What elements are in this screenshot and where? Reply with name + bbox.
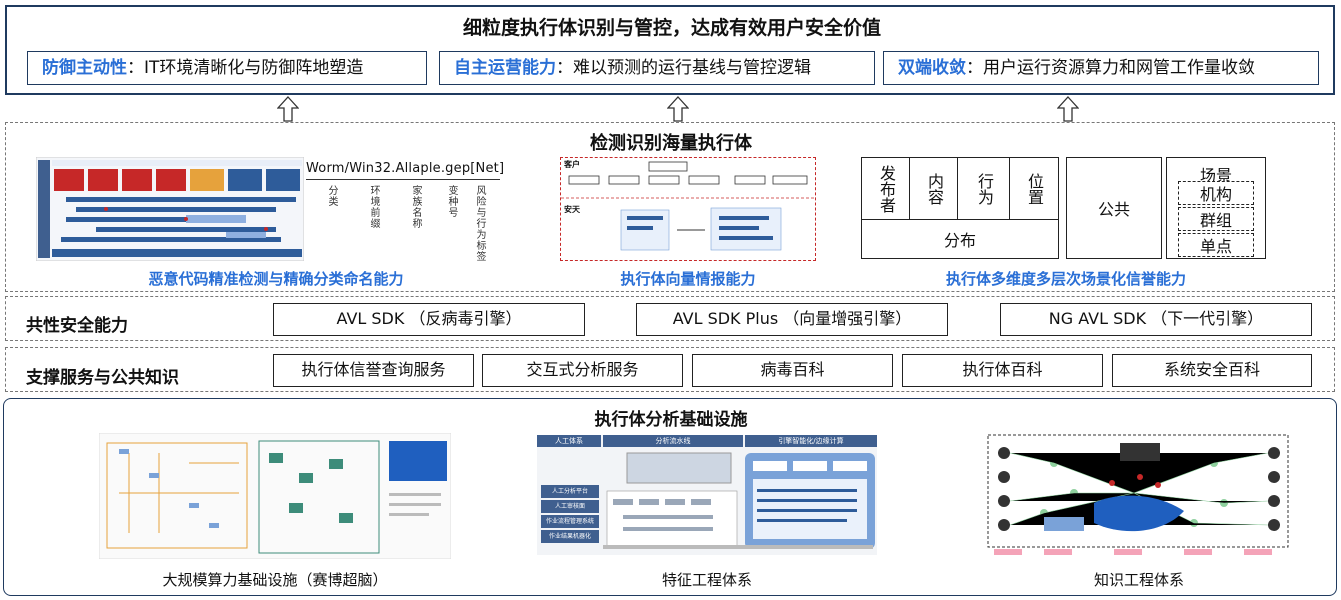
intel-user-label: 客户: [564, 160, 580, 169]
feature-row: 人工审核面: [541, 500, 599, 513]
ng-avl-sdk-box: NG AVL SDK （下一代引擎）: [1000, 303, 1312, 336]
common-capability-row: 共性安全能力 AVL SDK （反病毒引擎） AVL SDK Plus （向量增…: [5, 296, 1335, 341]
malware-flow-diagram: [36, 157, 304, 261]
common-label: 共性安全能力: [26, 316, 128, 336]
support-services-row: 支撑服务与公共知识 执行体信誉查询服务 交互式分析服务 病毒百科 执行体百科 系…: [5, 347, 1335, 392]
reputation-query-box: 执行体信誉查询服务: [273, 354, 474, 387]
up-arrow-icon: [277, 96, 299, 122]
scene-cell-group: 群组: [1178, 207, 1254, 231]
detection-panel: 检测识别海量执行体 Worm/Win32.Allaple.gep[Net] 分类…: [5, 122, 1335, 292]
scene-caption: 执行体多维度多层次场景化信誉能力: [945, 270, 1186, 288]
value-proactive-defense: 防御主动性：IT环境清晰化与防御阵地塑造: [27, 51, 427, 85]
divider: [306, 179, 500, 180]
up-arrow-icon: [1057, 96, 1079, 122]
value-text: ：难以预测的运行基线与管控逻辑: [556, 58, 811, 78]
value-highlight: 防御主动性: [42, 58, 127, 78]
scene-cell-distribution: 分布: [861, 219, 1059, 259]
feature-header: 人工体系: [537, 435, 601, 447]
feature-row: 人工分析平台: [541, 485, 599, 498]
value-highlight: 自主运营能力: [454, 58, 556, 78]
infrastructure-panel: 执行体分析基础设施 大规模算力基础设施（赛博超脑） 人工体系 分析流水线 引擎智…: [3, 398, 1337, 596]
scene-cell-location: 位置: [1009, 157, 1059, 221]
knowledge-graph-diagram: [987, 434, 1289, 555]
avl-sdk-plus-box: AVL SDK Plus （向量增强引擎）: [636, 303, 948, 336]
value-highlight: 双端收敛: [898, 58, 966, 78]
feature-pipeline-icon: [603, 452, 875, 549]
knowledge-engineering-caption: 知识工程体系: [1093, 571, 1184, 589]
scene-cell-public: 公共: [1066, 157, 1162, 259]
naming-column: 分类: [326, 185, 337, 207]
scene-cell-content: 内容: [909, 157, 959, 221]
malware-caption: 恶意代码精准检测与精确分类命名能力: [148, 270, 404, 288]
intel-caption: 执行体向量情报能力: [620, 270, 756, 288]
virus-wiki-box: 病毒百科: [692, 354, 893, 387]
executable-wiki-box: 执行体百科: [902, 354, 1103, 387]
feature-header: 引擎智能化/边缘计算: [745, 435, 877, 447]
malware-sample-name: Worm/Win32.Allaple.gep[Net]: [306, 161, 505, 176]
naming-column: 环境前缀: [368, 185, 379, 229]
value-title: 细粒度执行体识别与管控，达成有效用户安全价值: [462, 17, 881, 39]
compute-infra-caption: 大规模算力基础设施（赛博超脑）: [162, 571, 388, 589]
support-label: 支撑服务与公共知识: [26, 368, 179, 388]
naming-column: 家族名称: [410, 185, 421, 229]
naming-column: 风险与行为标签: [474, 185, 485, 262]
value-autonomous-ops: 自主运营能力：难以预测的运行基线与管控逻辑: [439, 51, 875, 85]
intel-diagram: 客户 安天: [560, 157, 816, 261]
infrastructure-title: 执行体分析基础设施: [594, 410, 748, 430]
avl-sdk-box: AVL SDK （反病毒引擎）: [273, 303, 585, 336]
up-arrow-icon: [667, 96, 689, 122]
intel-flow-icon: [561, 161, 815, 251]
feature-engineering-diagram: 人工体系 分析流水线 引擎智能化/边缘计算 人工分析平台 人工审核面 作业流程管…: [537, 435, 877, 555]
detection-title: 检测识别海量执行体: [590, 133, 752, 154]
value-text: ：IT环境清晰化与防御阵地塑造: [127, 58, 364, 78]
feature-row: 作业流程管理系统: [541, 515, 599, 528]
scene-cell-single: 单点: [1178, 233, 1254, 257]
naming-column: 变种号: [446, 185, 457, 218]
feature-engineering-caption: 特征工程体系: [661, 571, 752, 589]
value-text: ：用户运行资源算力和网管工作量收敛: [966, 58, 1255, 78]
system-security-wiki-box: 系统安全百科: [1112, 354, 1312, 387]
value-dual-convergence: 双端收敛：用户运行资源算力和网管工作量收敛: [883, 51, 1319, 85]
scene-cell-behavior: 行为: [957, 157, 1011, 221]
scene-cell-org: 机构: [1178, 181, 1254, 205]
value-panel: 细粒度执行体识别与管控，达成有效用户安全价值 防御主动性：IT环境清晰化与防御阵…: [5, 5, 1335, 95]
feature-header: 分析流水线: [603, 435, 743, 447]
feature-row: 作业结果机器化: [541, 530, 599, 543]
interactive-analysis-box: 交互式分析服务: [482, 354, 683, 387]
intel-antiy-label: 安天: [564, 205, 580, 214]
compute-infra-diagram: [99, 433, 451, 559]
scene-cell-publisher: 发布者: [861, 157, 911, 221]
